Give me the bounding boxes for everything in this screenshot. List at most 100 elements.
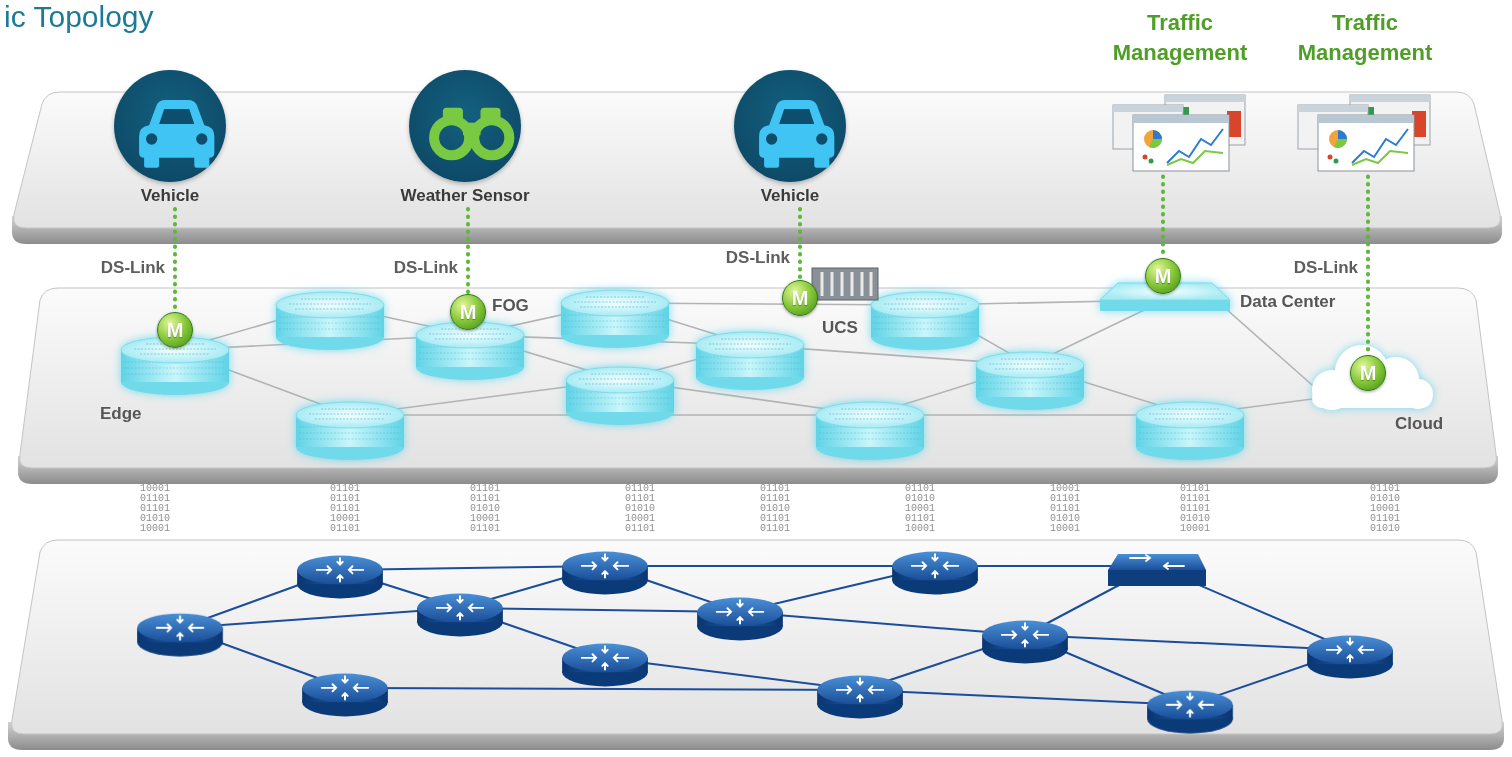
binary-stream: 01101 01101 01010 10001 01101 xyxy=(625,484,659,534)
binary-stream: 01101 01101 01101 01010 10001 xyxy=(1180,484,1214,534)
node-text: Weather Sensor xyxy=(370,186,560,206)
binary-stream: 10001 01101 01101 01010 10001 xyxy=(140,484,174,534)
illustration-rect xyxy=(1312,388,1432,408)
illustration-use xyxy=(1147,691,1233,734)
illustration-use xyxy=(417,594,503,637)
illustration-use xyxy=(297,556,383,599)
node-text: M xyxy=(460,302,477,322)
node-text: Vehicle xyxy=(75,186,265,206)
illustration-polygon xyxy=(1108,570,1206,586)
illustration-use xyxy=(137,614,223,657)
application-node: Traffic Management xyxy=(1100,8,1260,173)
illustration-path xyxy=(1130,555,1184,569)
illustration-line xyxy=(345,688,860,690)
illustration-use xyxy=(566,367,674,425)
illustration-use xyxy=(302,674,388,717)
illustration-use xyxy=(976,352,1084,410)
region-label: UCS xyxy=(822,318,858,338)
dashboard-icon-shape xyxy=(1113,95,1245,171)
illustration-g xyxy=(1130,555,1184,569)
node-text: Vehicle xyxy=(695,186,885,206)
fog-nodes xyxy=(121,283,1433,460)
edge-label: DS-Link xyxy=(101,258,165,278)
illustration-use xyxy=(562,644,648,687)
illustration-use xyxy=(696,332,804,390)
device-icon xyxy=(114,70,226,182)
device-icon-shape xyxy=(434,108,509,156)
device-node: Vehicle xyxy=(75,70,265,206)
edge-label: DS-Link xyxy=(394,258,458,278)
node-text: M xyxy=(1360,363,1377,383)
illustration-use xyxy=(562,552,648,595)
binary-stream: 01101 01010 10001 01101 10001 xyxy=(905,484,939,534)
ds-link-connector xyxy=(1161,176,1165,256)
edge-label: DS-Link xyxy=(726,248,790,268)
illustration-line xyxy=(860,690,1190,705)
illustration-polygon xyxy=(1100,300,1230,311)
icon-disc xyxy=(114,70,226,182)
binary-stream: 01101 01010 10001 01101 01010 xyxy=(1370,484,1404,534)
region-label: Data Center xyxy=(1240,292,1335,312)
illustration-line xyxy=(605,565,935,567)
ds-link-connector xyxy=(1366,176,1370,353)
region-label: Edge xyxy=(100,404,142,424)
device-icon xyxy=(734,70,846,182)
broker-sphere: M xyxy=(782,280,818,316)
illustration-use xyxy=(697,598,783,641)
device-icon-shape xyxy=(759,100,834,168)
illustration-use xyxy=(276,292,384,350)
illustration-use xyxy=(1136,402,1244,460)
illustration-path xyxy=(822,272,871,296)
illustration-line xyxy=(1225,308,1320,392)
node-text: Traffic Management xyxy=(1100,8,1260,67)
device-icon-shape xyxy=(139,100,214,168)
binary-stream: 01101 01101 01010 01101 01101 xyxy=(760,484,794,534)
layer-planes xyxy=(8,92,1504,750)
region-label: FOG xyxy=(492,296,529,316)
node-text: M xyxy=(792,288,809,308)
illustration-use xyxy=(892,552,978,595)
illustration-g xyxy=(822,272,871,296)
illustration-use xyxy=(982,621,1068,664)
ds-link-connector xyxy=(173,209,177,310)
illustration-use xyxy=(1307,636,1393,679)
illustration-line xyxy=(1025,635,1350,650)
illustration-rect xyxy=(812,268,878,300)
broker-sphere: M xyxy=(157,312,193,348)
illustration-use xyxy=(817,676,903,719)
illustration-g xyxy=(1312,345,1433,410)
edge-label: DS-Link xyxy=(1294,258,1358,278)
broker-sphere: M xyxy=(1350,355,1386,391)
application-node: Traffic Management xyxy=(1285,8,1445,173)
ds-link-connector xyxy=(466,209,470,292)
illustration-polygon xyxy=(1108,554,1206,570)
node-text: M xyxy=(1155,266,1172,286)
icon-disc xyxy=(734,70,846,182)
binary-stream: 01101 01101 01101 10001 01101 xyxy=(330,484,364,534)
device-icon xyxy=(409,70,521,182)
illustration-use xyxy=(296,402,404,460)
dashboard-icon-shape xyxy=(1298,95,1430,171)
illustration-use xyxy=(871,292,979,350)
dashboard-icon xyxy=(1290,93,1440,173)
page-title: ic Topology xyxy=(4,0,154,34)
illustration-use xyxy=(561,290,669,348)
illustration-use xyxy=(416,322,524,380)
binary-stream: 01101 01101 01010 10001 01101 xyxy=(470,484,504,534)
device-node: Weather Sensor xyxy=(370,70,560,206)
ds-link-connector xyxy=(798,209,802,278)
device-node: Vehicle xyxy=(695,70,885,206)
icon-disc xyxy=(409,70,521,182)
node-text: M xyxy=(167,320,184,340)
broker-sphere: M xyxy=(1145,258,1181,294)
region-label: Cloud xyxy=(1395,414,1443,434)
ucs-server xyxy=(812,268,878,300)
broker-sphere: M xyxy=(450,294,486,330)
routers xyxy=(137,552,1393,734)
illustration-path xyxy=(20,288,1497,468)
binary-stream: 10001 01101 01101 01010 10001 xyxy=(1050,484,1084,534)
illustration-path xyxy=(12,540,1503,734)
node-text: Traffic Management xyxy=(1285,8,1445,67)
